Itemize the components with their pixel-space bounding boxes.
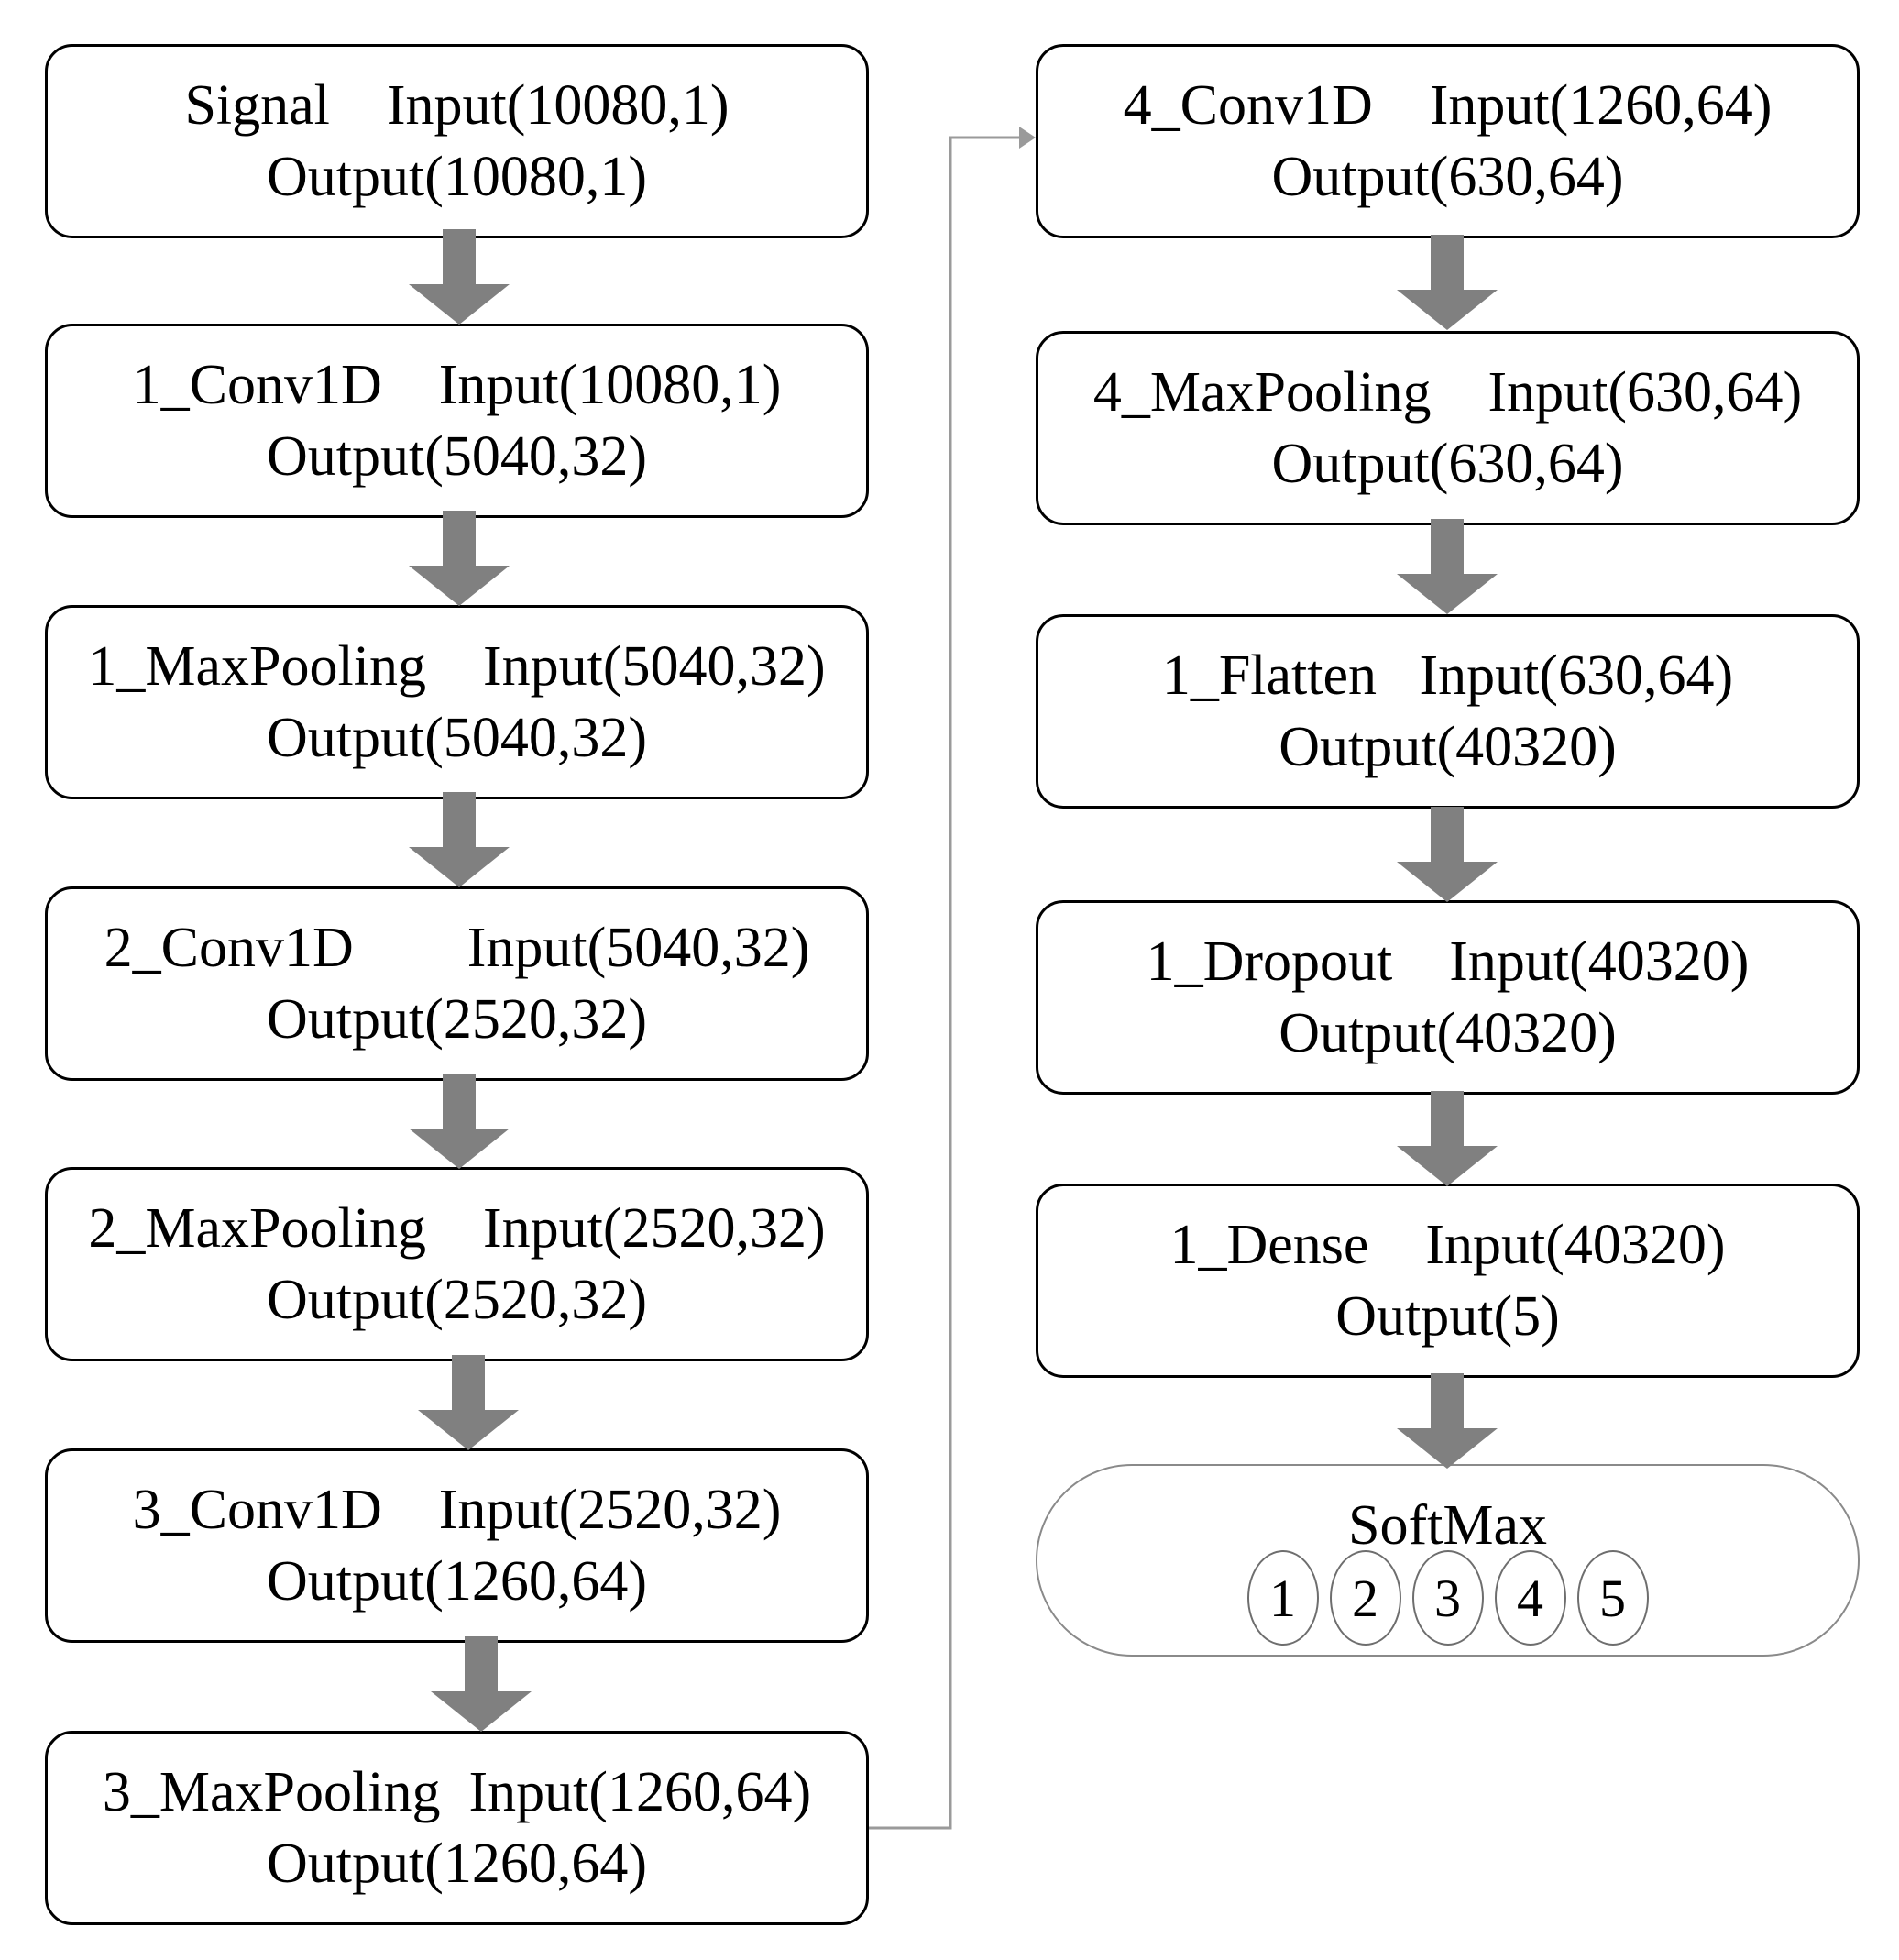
layer-maxpooling-3-box: 3_MaxPooling Input(1260,64) Output(1260,… (45, 1731, 869, 1925)
class-node-2: 2 (1329, 1550, 1401, 1646)
layer-conv1d-2-box: 2_Conv1D Input(5040,32) Output(2520,32) (45, 886, 869, 1081)
layer-conv1d-3-line1: 3_Conv1D Input(2520,32) (132, 1479, 782, 1541)
connector-line (869, 136, 1019, 1830)
layer-signal-line2: Output(10080,1) (266, 146, 648, 208)
flow-arrow-down-icon (409, 1074, 510, 1169)
layer-flatten-1-line1: 1_Flatten Input(630,64) (1161, 644, 1734, 707)
flow-arrow-down-icon (431, 1636, 532, 1732)
layer-flatten-1-line2: Output(40320) (1279, 716, 1617, 778)
class-node-5: 5 (1576, 1550, 1649, 1646)
class-node-3: 3 (1411, 1550, 1484, 1646)
layer-conv1d-2-line1: 2_Conv1D Input(5040,32) (104, 917, 810, 979)
layer-maxpooling-1-box: 1_MaxPooling Input(5040,32) Output(5040,… (45, 605, 869, 799)
layer-dropout-1-line1: 1_Dropout Input(40320) (1146, 930, 1750, 993)
flow-arrow-down-icon (409, 511, 510, 606)
flow-arrow-down-icon (409, 229, 510, 325)
layer-conv1d-1-line1: 1_Conv1D Input(10080,1) (132, 354, 782, 416)
layer-conv1d-2-line2: Output(2520,32) (266, 988, 648, 1051)
layer-dropout-1-line2: Output(40320) (1279, 1002, 1617, 1064)
layer-dense-1-box: 1_Dense Input(40320) Output(5) (1036, 1184, 1860, 1378)
layer-conv1d-4-line2: Output(630,64) (1271, 146, 1624, 208)
layer-maxpooling-1-line2: Output(5040,32) (266, 707, 648, 769)
connector-arrowhead-icon (1019, 127, 1036, 149)
layer-conv1d-4-line1: 4_Conv1D Input(1260,64) (1123, 74, 1773, 137)
layer-maxpooling-4-line1: 4_MaxPooling Input(630,64) (1092, 361, 1803, 424)
flow-arrow-down-icon (1397, 235, 1498, 330)
layer-conv1d-3-box: 3_Conv1D Input(2520,32) Output(1260,64) (45, 1448, 869, 1643)
softmax-box: SoftMax 1 2 3 4 5 (1036, 1464, 1860, 1657)
softmax-classes: 1 2 3 4 5 (1037, 1550, 1858, 1646)
flow-arrow-down-icon (1397, 1373, 1498, 1469)
layer-maxpooling-4-box: 4_MaxPooling Input(630,64) Output(630,64… (1036, 331, 1860, 525)
layer-dropout-1-box: 1_Dropout Input(40320) Output(40320) (1036, 900, 1860, 1095)
flow-arrow-down-icon (409, 792, 510, 887)
class-node-4: 4 (1494, 1550, 1566, 1646)
flow-arrow-down-icon (1397, 519, 1498, 614)
class-node-1: 1 (1246, 1550, 1319, 1646)
layer-maxpooling-2-line2: Output(2520,32) (266, 1269, 648, 1331)
layer-conv1d-4-box: 4_Conv1D Input(1260,64) Output(630,64) (1036, 44, 1860, 238)
layer-conv1d-1-line2: Output(5040,32) (266, 425, 648, 488)
layer-conv1d-1-box: 1_Conv1D Input(10080,1) Output(5040,32) (45, 324, 869, 518)
layer-maxpooling-3-line2: Output(1260,64) (266, 1833, 648, 1895)
layer-maxpooling-2-line1: 2_MaxPooling Input(2520,32) (88, 1197, 826, 1260)
layer-maxpooling-1-line1: 1_MaxPooling Input(5040,32) (88, 635, 826, 698)
layer-conv1d-3-line2: Output(1260,64) (266, 1550, 648, 1613)
flow-arrow-down-icon (1397, 807, 1498, 902)
flow-arrow-down-icon (1397, 1091, 1498, 1186)
layer-maxpooling-2-box: 2_MaxPooling Input(2520,32) Output(2520,… (45, 1167, 869, 1361)
flow-arrow-down-icon (418, 1355, 519, 1450)
layer-signal-line1: Signal Input(10080,1) (184, 74, 730, 137)
layer-dense-1-line1: 1_Dense Input(40320) (1169, 1214, 1726, 1276)
softmax-title: SoftMax (1348, 1494, 1547, 1557)
layer-dense-1-line2: Output(5) (1335, 1285, 1560, 1348)
layer-maxpooling-4-line2: Output(630,64) (1271, 433, 1624, 495)
layer-flatten-1-box: 1_Flatten Input(630,64) Output(40320) (1036, 614, 1860, 809)
layer-maxpooling-3-line1: 3_MaxPooling Input(1260,64) (102, 1761, 812, 1823)
layer-signal-box: Signal Input(10080,1) Output(10080,1) (45, 44, 869, 238)
